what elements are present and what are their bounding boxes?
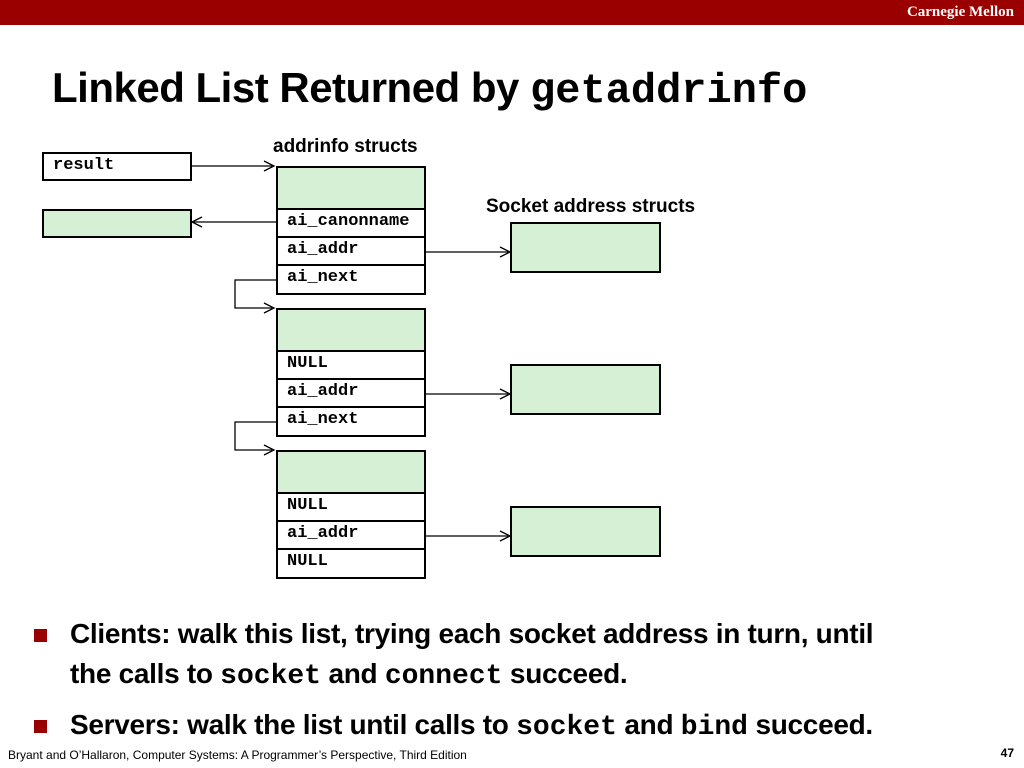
socket-address-struct-1 [510, 222, 661, 273]
socket-address-structs-label: Socket address structs [486, 196, 696, 217]
struct-2-field-ai-addr: ai_addr [276, 378, 426, 408]
addrinfo-struct-1-header [276, 166, 426, 210]
bullet-clients-line1: Clients: walk this list, trying each soc… [70, 618, 874, 649]
struct-1-field-ai-canonname: ai_canonname [276, 208, 426, 238]
socket-address-struct-2 [510, 364, 661, 415]
bullet-servers-text-1: Servers: walk the list until calls to [70, 709, 517, 740]
socket-address-struct-3 [510, 506, 661, 557]
bullet-clients-text-2: the calls to [70, 658, 221, 689]
addrinfo-struct-2-header [276, 308, 426, 352]
struct-3-field-null-next: NULL [276, 548, 426, 579]
bullet-servers: Servers: walk the list until calls to so… [32, 705, 992, 748]
linked-list-diagram: addrinfo structs Socket address structs … [42, 136, 696, 579]
struct-1-field-ai-next: ai_next [276, 264, 426, 295]
result-pointer: result [42, 152, 192, 181]
code-socket: socket [220, 661, 321, 692]
bullet-servers-text-3: succeed. [747, 709, 873, 740]
struct-3-field-null: NULL [276, 492, 426, 522]
page-number: 47 [1000, 746, 1014, 760]
slide-title: Linked List Returned by getaddrinfo [52, 64, 807, 115]
bullet-list: Clients: walk this list, trying each soc… [32, 614, 992, 748]
struct-2-field-ai-next: ai_next [276, 406, 426, 437]
arrowhead-canonname [190, 216, 203, 228]
bullet-square-icon [34, 629, 47, 642]
addrinfo-structs-label: addrinfo structs [273, 136, 418, 157]
slide-title-text: Linked List Returned by [52, 64, 531, 111]
code-connect: connect [384, 661, 503, 692]
struct-1-field-ai-addr: ai_addr [276, 236, 426, 266]
organization-name: Carnegie Mellon [906, 4, 1014, 20]
struct-2-field-null: NULL [276, 350, 426, 380]
canonical-name-box [42, 209, 192, 238]
arrow-next-1 [234, 279, 277, 309]
code-socket: socket [516, 712, 617, 743]
slide-title-code: getaddrinfo [530, 67, 808, 115]
bullet-clients: Clients: walk this list, trying each soc… [32, 614, 992, 697]
struct-3-field-ai-addr: ai_addr [276, 520, 426, 550]
arrowhead-result [263, 160, 276, 172]
bullet-servers-text-2: and [616, 709, 681, 740]
addrinfo-struct-3-header [276, 450, 426, 494]
arrowhead-next-1 [263, 302, 276, 314]
code-bind: bind [680, 712, 748, 743]
diagram-arrows [190, 160, 512, 542]
arrow-next-2 [234, 421, 277, 451]
bullet-clients-text-3: and [320, 658, 385, 689]
arrowhead-next-2 [263, 444, 276, 456]
bullet-clients-text-4: succeed. [502, 658, 628, 689]
bullet-square-icon [34, 720, 47, 733]
header-bar: Carnegie Mellon [0, 0, 1024, 25]
footer-citation: Bryant and O’Hallaron, Computer Systems:… [8, 748, 467, 762]
